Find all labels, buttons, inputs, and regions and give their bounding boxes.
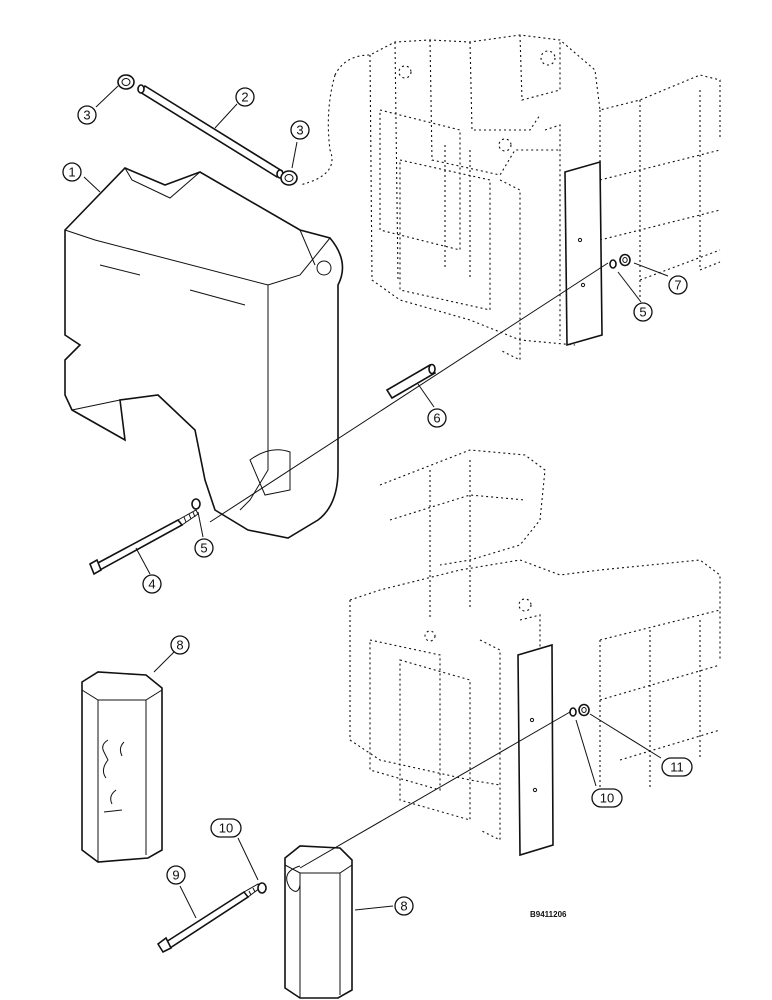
small-weight-detached	[81, 671, 163, 863]
callout-1: 1	[62, 162, 82, 182]
spacer-tube	[385, 363, 437, 400]
callout-11: 11	[661, 757, 693, 777]
callout-8-mounted: 8	[394, 896, 414, 916]
callout-10-front: 10	[210, 818, 242, 838]
washer-lower-front	[257, 882, 267, 894]
svg-text:6: 6	[433, 411, 440, 426]
svg-text:11: 11	[670, 760, 684, 775]
svg-text:8: 8	[176, 638, 183, 653]
lower-bolt	[156, 883, 261, 954]
svg-text:10: 10	[600, 791, 614, 806]
upper-mounting-plate	[564, 160, 603, 347]
pivot-pin	[137, 84, 284, 179]
callout-2: 2	[235, 87, 255, 107]
callout-5-rear: 5	[633, 302, 653, 322]
svg-text:4: 4	[148, 577, 155, 592]
svg-text:10: 10	[219, 821, 233, 836]
svg-text:3: 3	[296, 123, 303, 138]
svg-text:5: 5	[639, 305, 646, 320]
callout-6: 6	[427, 408, 447, 428]
callout-3-left: 3	[77, 105, 97, 125]
svg-text:2: 2	[241, 90, 248, 105]
callout-3-right: 3	[290, 120, 310, 140]
svg-text:7: 7	[674, 278, 681, 293]
figure-code: B9411206	[530, 910, 567, 919]
callout-5-front: 5	[194, 538, 214, 558]
small-weight-mounted	[284, 845, 353, 999]
front-weight	[64, 167, 344, 539]
retaining-ring-right	[280, 170, 298, 186]
washer-upper-front	[191, 498, 201, 510]
retaining-ring-left	[117, 74, 135, 90]
nut-lower	[578, 703, 590, 717]
callout-7: 7	[668, 275, 688, 295]
upper-frame-phantom	[299, 34, 721, 361]
svg-text:3: 3	[83, 108, 90, 123]
lower-mounting-plate	[517, 643, 554, 857]
callout-8-detached: 8	[170, 635, 190, 655]
svg-text:9: 9	[172, 868, 179, 883]
long-bolt	[88, 509, 199, 576]
lower-frame-phantom	[349, 449, 721, 841]
washer-lower-rear	[569, 707, 577, 717]
leader-lines	[83, 85, 669, 919]
callout-10-rear: 10	[591, 788, 623, 808]
nut-upper	[619, 253, 631, 267]
svg-text:8: 8	[400, 899, 407, 914]
lower-bolt-line	[299, 711, 571, 869]
svg-text:1: 1	[68, 165, 75, 180]
upper-bolt-line	[209, 262, 609, 523]
washer-upper-rear	[609, 259, 617, 269]
svg-text:5: 5	[200, 541, 207, 556]
callout-9: 9	[166, 865, 186, 885]
callout-4: 4	[142, 574, 162, 594]
